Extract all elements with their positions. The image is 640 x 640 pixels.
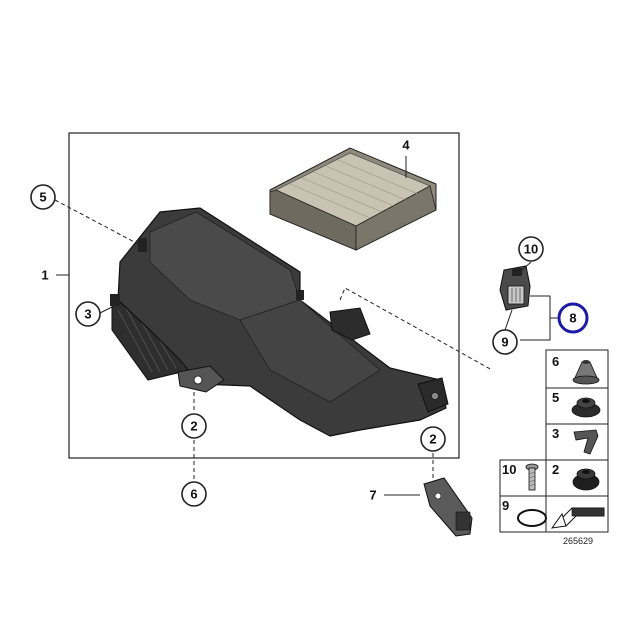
air-filter-element-icon xyxy=(269,147,437,251)
small-parts-legend: 6 5 3 10 2 9 xyxy=(499,349,609,533)
callout-7: 7 xyxy=(369,488,376,503)
rubber-bushing-icon xyxy=(572,468,600,491)
callout-2b: 2 xyxy=(429,432,436,447)
callout-2a: 2 xyxy=(190,419,197,434)
callout-6-badge[interactable]: 6 xyxy=(181,481,207,507)
callout-4: 4 xyxy=(402,138,410,153)
legend-num-3: 3 xyxy=(552,426,559,441)
callout-2a-badge[interactable]: 2 xyxy=(181,413,207,439)
clip-icon xyxy=(573,429,599,455)
callout-3: 3 xyxy=(84,307,91,322)
legend-num-6: 6 xyxy=(552,354,559,369)
air-filter-housing-icon xyxy=(110,207,449,437)
arrow-icon xyxy=(550,507,605,529)
callout-5: 5 xyxy=(39,190,46,205)
leader-10 xyxy=(519,261,532,273)
grommet-cone-icon xyxy=(572,360,600,385)
callout-3-badge[interactable]: 3 xyxy=(75,301,101,327)
callout-8: 8 xyxy=(569,311,576,326)
legend-num-9: 9 xyxy=(502,498,509,513)
legend-num-2: 2 xyxy=(552,462,559,477)
callout-8-badge[interactable]: 8 xyxy=(557,302,589,334)
legend-num-5: 5 xyxy=(552,390,559,405)
callout-10: 10 xyxy=(524,242,538,257)
callout-5-badge[interactable]: 5 xyxy=(30,184,56,210)
legend-cell-3 xyxy=(545,423,609,461)
leader-9 xyxy=(504,309,513,331)
legend-num-10: 10 xyxy=(502,462,516,477)
callout-1: 1 xyxy=(41,268,48,283)
screw-icon xyxy=(525,463,539,491)
reference-number: 265629 xyxy=(563,536,593,546)
o-ring-icon xyxy=(517,509,547,527)
air-mass-sensor-icon xyxy=(499,265,531,311)
mounting-bracket-icon xyxy=(423,477,473,537)
assembly-frame xyxy=(68,132,460,459)
callout-6: 6 xyxy=(190,487,197,502)
callout-9-badge[interactable]: 9 xyxy=(492,329,518,355)
callout-10-badge[interactable]: 10 xyxy=(518,236,544,262)
callout-2b-badge[interactable]: 2 xyxy=(420,426,446,452)
callout-9: 9 xyxy=(501,335,508,350)
grommet-round-icon xyxy=(571,397,601,418)
leader-3 xyxy=(99,303,119,314)
leader-5 xyxy=(54,199,141,246)
